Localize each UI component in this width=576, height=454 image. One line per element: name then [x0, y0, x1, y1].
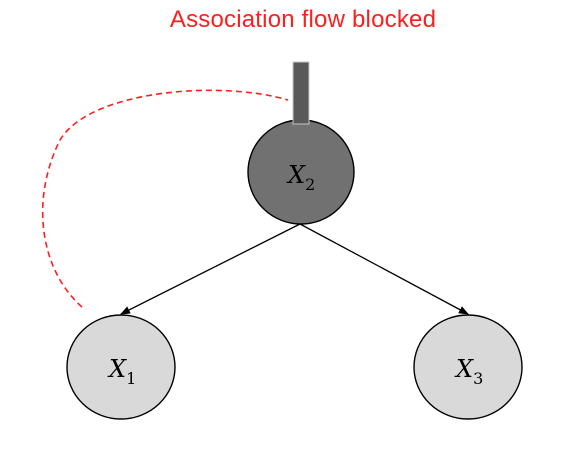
node-x1-label: X1	[107, 355, 136, 388]
node-x2-label: X2	[286, 161, 315, 194]
node-x3-label: X3	[454, 355, 483, 388]
diagram-title: Association flow blocked	[169, 6, 437, 33]
edge-x2-to-x3	[299, 223, 469, 315]
association-path-dashed	[41, 89, 289, 308]
node-x2: X2	[247, 119, 355, 225]
node-x3: X3	[413, 314, 523, 420]
node-x1: X1	[66, 314, 176, 420]
edge-x2-to-x1	[120, 223, 301, 315]
node-x3-circle	[413, 314, 523, 420]
node-x1-circle	[66, 314, 176, 420]
blocker-bar	[292, 61, 310, 125]
